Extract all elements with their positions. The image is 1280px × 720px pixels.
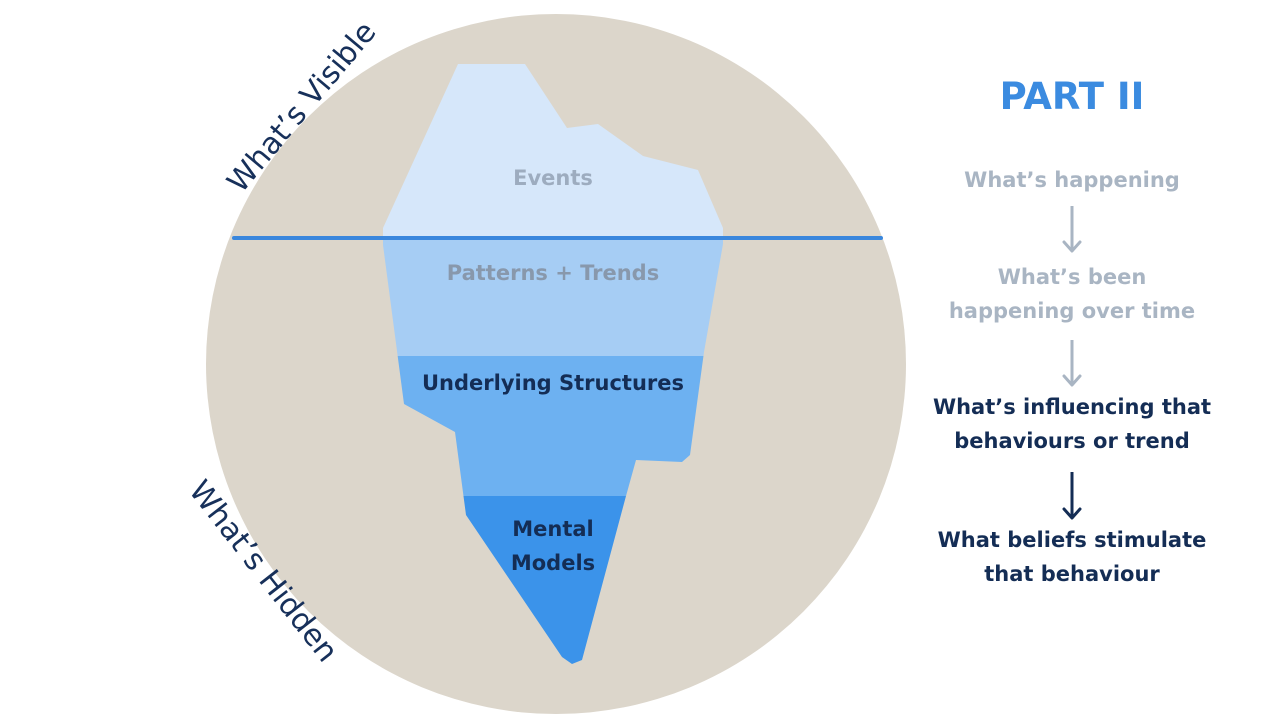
- step-1-line-1: What’s happening: [964, 168, 1180, 192]
- step-3-line-1: What’s influencing that: [932, 395, 1212, 419]
- step-2-line-1: What’s been: [997, 265, 1147, 289]
- step-3-line-2: behaviours or trend: [954, 429, 1190, 453]
- patterns-layer: [383, 240, 723, 356]
- step-whats-been-happening: What’s been happening over time: [930, 260, 1214, 328]
- step-4-line-2: that behaviour: [984, 562, 1160, 586]
- arrow-down-icon: [1062, 340, 1082, 387]
- step-whats-influencing: What’s influencing that behaviours or tr…: [930, 390, 1214, 458]
- mental-models-label: Mental Models: [470, 512, 636, 580]
- part-two-panel: PART II What’s happening What’s been hap…: [930, 72, 1214, 591]
- step-what-beliefs: What beliefs stimulate that behaviour: [930, 523, 1214, 591]
- step-arrows: [1062, 206, 1082, 520]
- part-title: PART II: [999, 75, 1145, 118]
- step-4-line-1: What beliefs stimulate: [937, 528, 1207, 552]
- patterns-trends-label: Patterns + Trends: [446, 261, 660, 285]
- arrow-down-icon: [1062, 206, 1082, 253]
- step-whats-happening: What’s happening: [930, 163, 1214, 197]
- mental-models-line-2: Models: [510, 551, 596, 575]
- arrow-down-icon: [1062, 472, 1082, 520]
- underlying-structures-label: Underlying Structures: [421, 371, 685, 395]
- step-2-line-2: happening over time: [948, 299, 1196, 323]
- events-label: Events: [513, 166, 593, 190]
- mental-models-line-1: Mental: [512, 517, 594, 541]
